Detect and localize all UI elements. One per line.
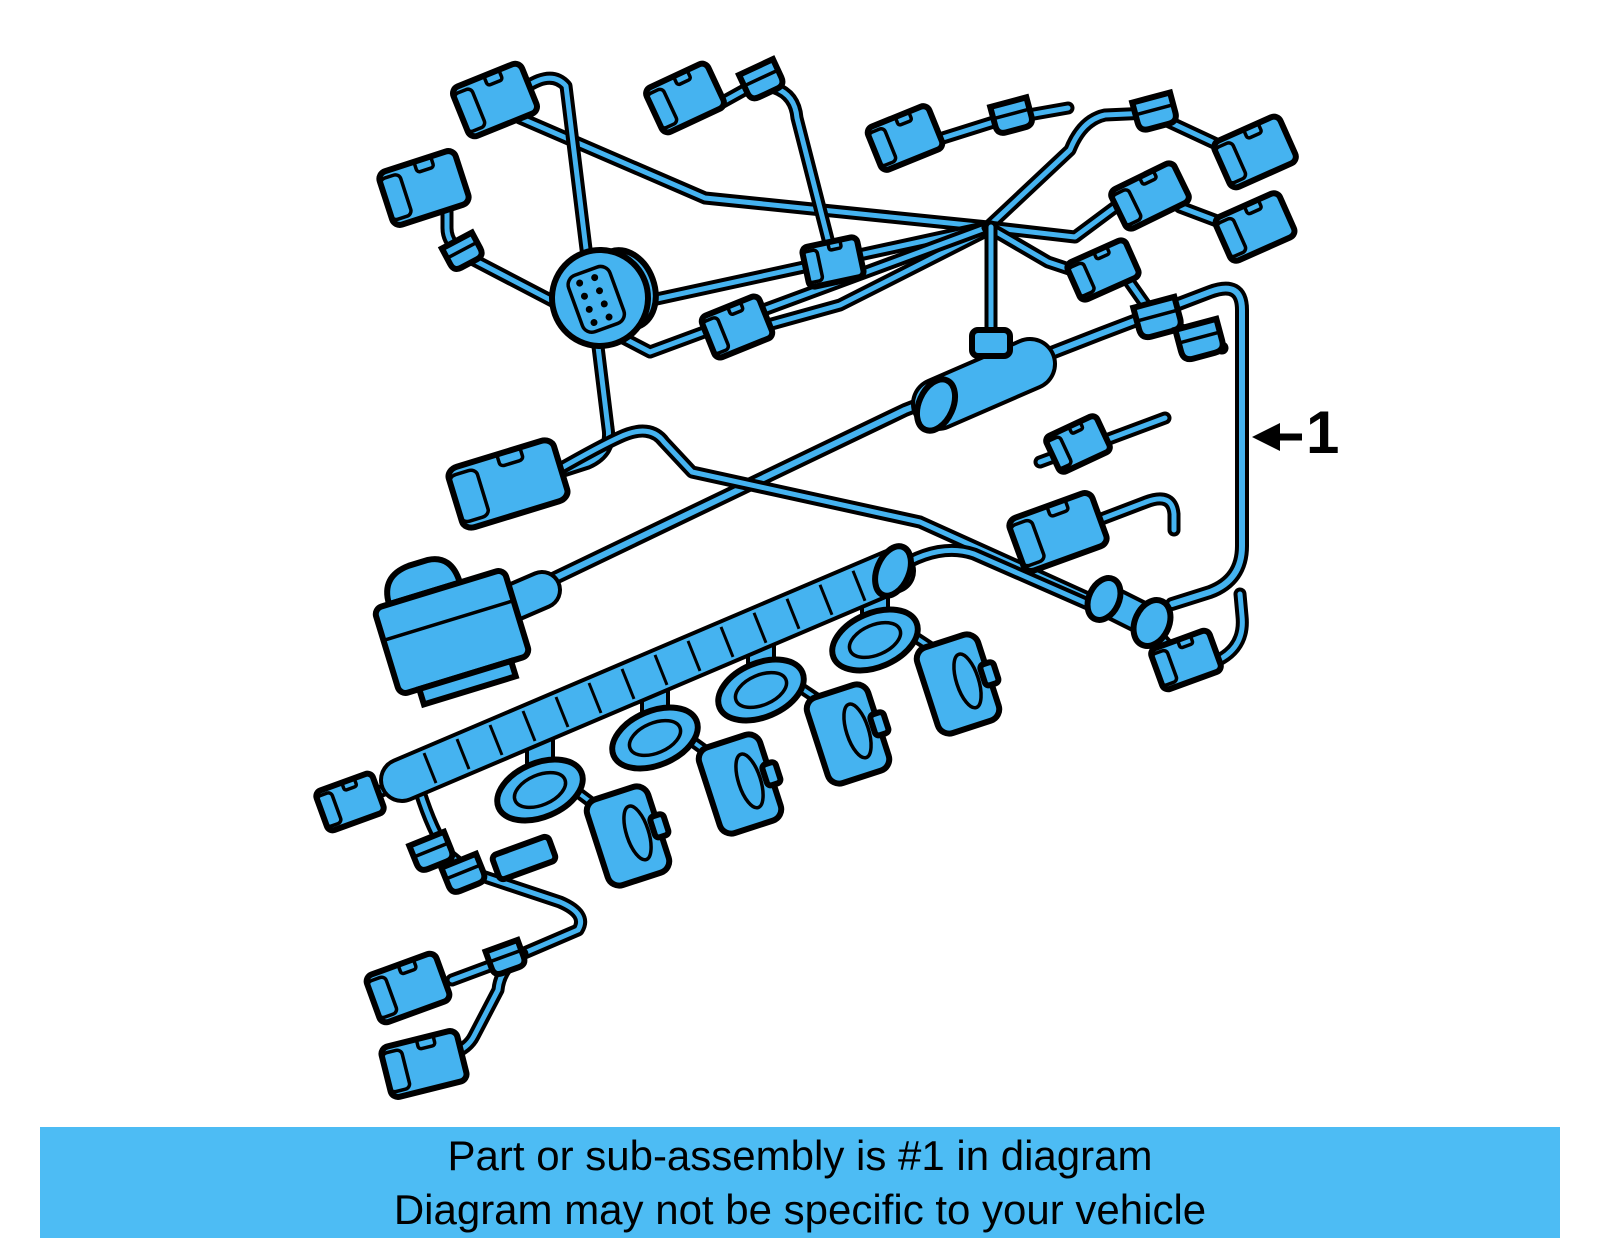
coil-connector <box>696 729 792 837</box>
t-boot-cap <box>909 373 962 436</box>
wiring-harness-illustration <box>312 59 1299 1098</box>
grommet-cap <box>1126 594 1177 652</box>
banner-line-1: Part or sub-assembly is #1 in diagram <box>447 1131 1153 1179</box>
diagram-note-banner: Part or sub-assembly is #1 in diagram Di… <box>40 1127 1560 1238</box>
connector <box>644 61 726 134</box>
callout-label: 1 <box>1306 399 1339 466</box>
connector <box>1213 191 1296 263</box>
connector <box>1007 491 1109 574</box>
wire-clip <box>1175 319 1224 361</box>
connector <box>799 234 867 290</box>
coil-connector <box>584 781 680 889</box>
t-boot-collar <box>972 330 1010 356</box>
connector <box>377 149 470 227</box>
grommet-cap <box>1081 573 1127 626</box>
round-multipin-connector <box>538 234 669 360</box>
connector <box>380 1029 468 1098</box>
callout-arrowhead <box>1252 423 1280 451</box>
connector <box>365 952 452 1025</box>
banner-line-2: Diagram may not be specific to your vehi… <box>393 1185 1207 1233</box>
wire-clip <box>1132 92 1178 131</box>
connector-flat <box>446 438 570 530</box>
wire-clip <box>486 940 527 976</box>
rail-corrugation <box>422 570 867 784</box>
coil-connector <box>914 629 1010 737</box>
callout: 1 <box>1252 399 1339 466</box>
connector-boot <box>1109 161 1191 231</box>
connector <box>1042 412 1114 476</box>
wire-clip <box>990 97 1034 134</box>
mounting-bracket <box>491 836 556 881</box>
connector <box>1212 114 1298 189</box>
connector <box>863 102 947 174</box>
wiring-harness-figure: 1 <box>312 0 1339 1127</box>
connector <box>312 770 388 834</box>
rail-end-cap <box>868 541 918 601</box>
coil-connector <box>804 679 900 787</box>
connector <box>697 292 777 362</box>
block-connector <box>365 539 535 710</box>
